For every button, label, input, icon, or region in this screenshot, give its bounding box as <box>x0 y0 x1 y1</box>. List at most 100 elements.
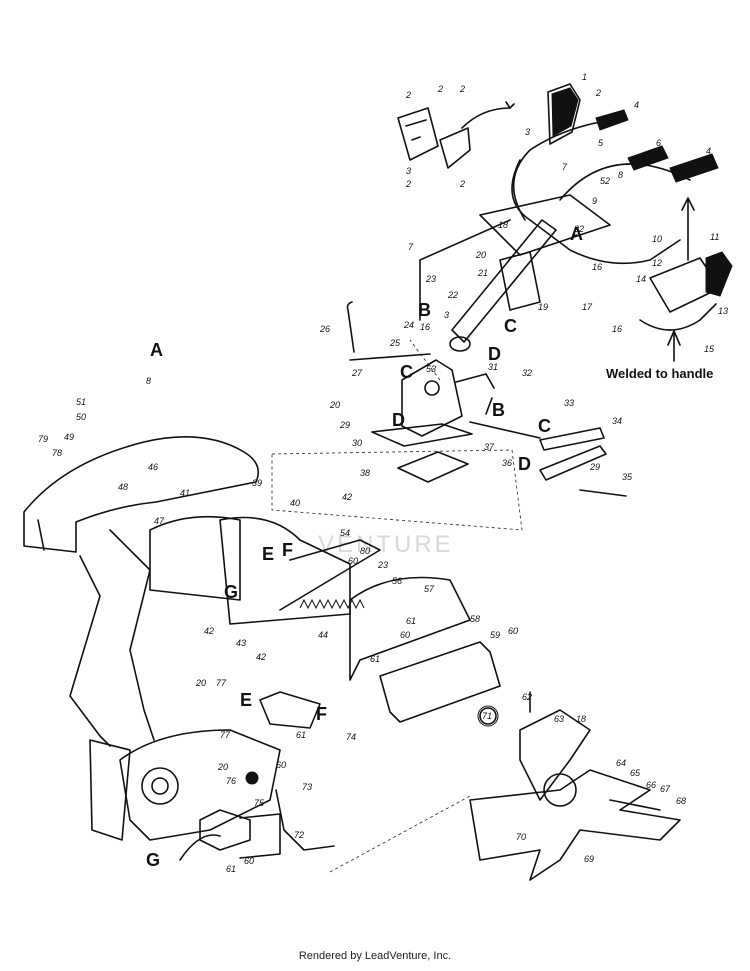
callout-3: 3 <box>444 310 449 320</box>
callout-56: 56 <box>392 576 402 586</box>
callout-29: 29 <box>589 462 600 472</box>
handle-assembly <box>397 83 733 362</box>
callout-33: 33 <box>564 398 574 408</box>
callout-31: 31 <box>488 362 498 372</box>
callout-59: 59 <box>490 630 500 640</box>
callout-66: 66 <box>646 780 656 790</box>
callout-27: 27 <box>351 368 363 378</box>
callout-5: 5 <box>598 138 604 148</box>
callout-8: 8 <box>146 376 151 386</box>
callout-39: 39 <box>252 478 262 488</box>
callout-42: 42 <box>204 626 214 636</box>
marker-e: E <box>240 690 252 710</box>
callout-74: 74 <box>346 732 356 742</box>
callout-4: 4 <box>706 146 711 156</box>
marker-f: F <box>316 704 327 724</box>
callout-20: 20 <box>329 400 340 410</box>
callout-78: 78 <box>52 448 62 458</box>
marker-c: C <box>400 362 413 382</box>
callout-18: 18 <box>498 220 508 230</box>
tine-assembly <box>469 691 681 881</box>
callout-24: 24 <box>403 320 414 330</box>
callout-53: 53 <box>426 364 436 374</box>
callout-15: 15 <box>704 344 715 354</box>
callout-67: 67 <box>660 784 671 794</box>
callout-42: 42 <box>256 652 266 662</box>
callout-11: 11 <box>710 232 719 242</box>
callout-40: 40 <box>290 498 300 508</box>
callout-3: 3 <box>406 166 411 176</box>
callout-18: 18 <box>576 714 586 724</box>
callout-79: 79 <box>38 434 48 444</box>
callout-69: 69 <box>584 854 594 864</box>
callout-51: 51 <box>76 397 86 407</box>
callout-70: 70 <box>516 832 526 842</box>
callout-16: 16 <box>612 324 622 334</box>
callout-60: 60 <box>348 556 358 566</box>
callout-20: 20 <box>217 762 228 772</box>
callout-22: 22 <box>573 224 584 234</box>
callout-77: 77 <box>220 730 231 740</box>
callout-64: 64 <box>616 758 626 768</box>
callout-12: 12 <box>652 258 662 268</box>
callout-49: 49 <box>64 432 74 442</box>
assembly-line <box>271 449 523 531</box>
callout-80: 80 <box>360 546 370 556</box>
marker-d: D <box>392 410 405 430</box>
callout-7: 7 <box>408 242 414 252</box>
callout-77: 77 <box>216 678 227 688</box>
marker-b: B <box>492 400 505 420</box>
callout-8: 8 <box>618 170 623 180</box>
callout-65: 65 <box>630 768 641 778</box>
callout-7: 7 <box>562 162 568 172</box>
callout-2: 2 <box>437 84 443 94</box>
callout-62: 62 <box>522 692 532 702</box>
callout-57: 57 <box>424 584 435 594</box>
transmission <box>89 691 335 861</box>
callout-26: 26 <box>319 324 330 334</box>
marker-d: D <box>518 454 531 474</box>
callout-63: 63 <box>554 714 564 724</box>
callout-6: 6 <box>656 138 661 148</box>
marker-a: A <box>150 340 163 360</box>
callout-17: 17 <box>582 302 593 312</box>
watermark: VENTURE <box>318 531 454 558</box>
marker-g: G <box>146 850 160 870</box>
callouts: 1 2 2 2 2 2 2 3 3 3 4 4 5 6 7 7 8 8 9 10… <box>38 72 728 874</box>
callout-46: 46 <box>148 462 158 472</box>
callout-43: 43 <box>236 638 246 648</box>
callout-1: 1 <box>582 72 587 82</box>
callout-22: 22 <box>447 290 458 300</box>
callout-72: 72 <box>294 830 304 840</box>
footer-credit: Rendered by LeadVenture, Inc. <box>298 950 452 962</box>
callout-61: 61 <box>296 730 306 740</box>
callout-76: 76 <box>226 776 236 786</box>
marker-e: E <box>262 544 274 564</box>
callout-19: 19 <box>538 302 548 312</box>
callout-16: 16 <box>592 262 602 272</box>
callout-2: 2 <box>595 88 601 98</box>
callout-60: 60 <box>508 626 518 636</box>
callout-73: 73 <box>302 782 312 792</box>
callout-21: 21 <box>477 268 488 278</box>
callout-75: 75 <box>254 798 265 808</box>
callout-32: 32 <box>522 368 532 378</box>
assembly-line <box>329 795 471 873</box>
callout-29: 29 <box>339 420 350 430</box>
welded-note: Welded to handle <box>606 366 713 381</box>
callout-58: 58 <box>470 614 480 624</box>
callout-13: 13 <box>718 306 728 316</box>
callout-71-circle <box>477 705 499 727</box>
letter-markers: A A B B C C C D D D E E F F G G <box>146 224 583 870</box>
callout-60: 60 <box>244 856 254 866</box>
callout-68: 68 <box>676 796 686 806</box>
callout-61: 61 <box>370 654 380 664</box>
callout-38: 38 <box>360 468 370 478</box>
callout-44: 44 <box>318 630 328 640</box>
callout-2: 2 <box>459 179 465 189</box>
marker-d: D <box>488 344 501 364</box>
marker-a: A <box>570 224 583 244</box>
marker-g: G <box>224 582 238 602</box>
callout-71: 71 <box>482 711 492 721</box>
